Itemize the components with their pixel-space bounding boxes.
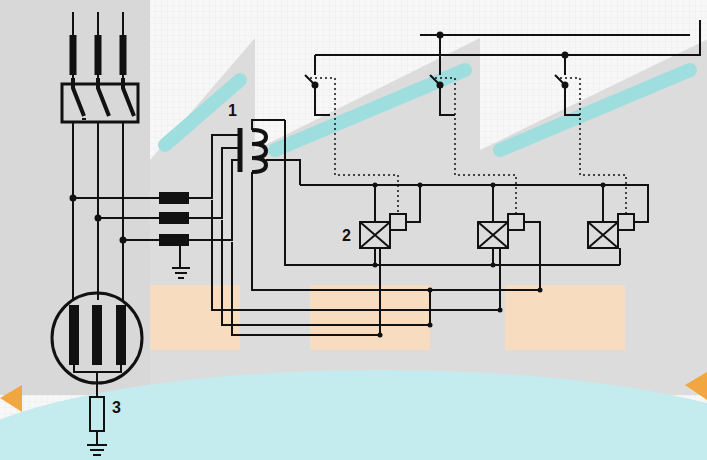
relay-linkage [310,78,626,214]
ground-symbol [172,268,190,278]
relay-symbol [478,185,540,310]
generator-symbol [52,293,142,383]
relay-symbol [430,185,648,325]
callout-number: 2 [340,228,353,244]
ground-symbol [87,431,107,455]
busbar [73,12,123,78]
circuit-breaker [62,78,138,122]
relay-symbol [360,185,420,335]
callout-number: 1 [226,103,239,119]
trip-contacts [305,20,700,115]
protection-transformer [188,120,285,240]
callout-number: 3 [110,400,123,416]
current-transformer [160,193,190,278]
circuit-wiring [52,12,700,455]
resistor-symbol [90,397,104,431]
